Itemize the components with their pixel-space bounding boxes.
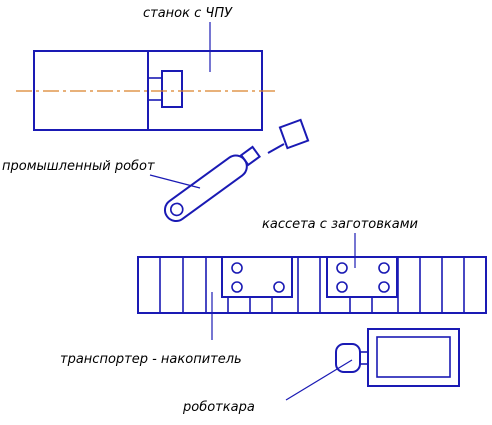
industrial-robot-label: промышленный робот [2, 159, 155, 174]
industrial-robot [149, 118, 310, 222]
conveyor-slats [159, 257, 465, 313]
robot-gripper-link [267, 143, 285, 154]
robot-cart-body [367, 328, 460, 387]
cassette-left-body [221, 256, 293, 298]
robot-cart-label: роботкара [182, 400, 255, 415]
robot-base-joint [169, 202, 184, 217]
robot-gripper-head [278, 118, 310, 150]
industrial-robot-leader [149, 174, 201, 189]
conveyor-storage [137, 233, 487, 340]
cnc-chuck [161, 70, 183, 108]
cassette-right [326, 256, 398, 298]
robot-wrist [239, 145, 261, 167]
cassette-right-blank-2 [378, 262, 390, 274]
cassette-right-body [326, 256, 398, 298]
cassette-left-blank-1 [231, 262, 243, 274]
conveyor-frame [137, 256, 487, 314]
robot-gripper [278, 118, 310, 150]
cassette-right-blank-4 [378, 281, 390, 293]
cassette-left-blank-3 [273, 281, 285, 293]
cnc-machine [16, 22, 278, 131]
robot-cart [285, 328, 460, 401]
cassette-right-blank-3 [336, 281, 348, 293]
conveyor-storage-label: транспортер - накопитель [60, 352, 242, 367]
robot-cart-panel [376, 336, 451, 378]
cnc-machine-label: станок с ЧПУ [143, 6, 233, 21]
robot-cart-leader [285, 359, 353, 401]
cassette-right-blank-1 [336, 262, 348, 274]
robot-cart-joint [359, 351, 369, 365]
cnc-spindle-holder [147, 77, 163, 101]
cassette-left-blank-2 [231, 281, 243, 293]
blank-cassette-label: кассета с заготовками [262, 217, 418, 232]
robot-arm [163, 145, 261, 222]
cassette-left [221, 256, 293, 298]
